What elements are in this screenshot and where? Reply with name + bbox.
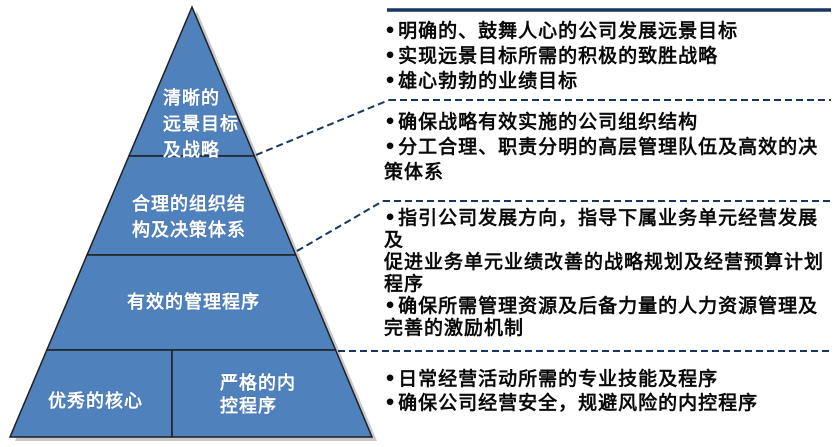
line-text: 确保公司经营安全，规避风险的内控程序: [398, 392, 759, 414]
continuation-line: 完善的激励机制: [384, 317, 824, 339]
bullet-line: •日常经营活动所需的专业技能及程序: [384, 367, 758, 391]
continuation-line: 策体系: [384, 160, 818, 185]
label-line: 清晰的: [163, 88, 220, 109]
label-line: 构及决策体系: [132, 220, 246, 241]
line-text: 雄心勃勃的业绩目标: [398, 70, 579, 92]
line-text: 日常经营活动所需的专业技能及程序: [398, 368, 719, 390]
line-text: 确保所需管理资源及后备力量的人力资源管理及: [398, 295, 819, 317]
bullet-icon: •: [384, 392, 398, 414]
line-text: 确保战略有效实施的公司组织结构: [398, 111, 699, 133]
bullet-line: •指引公司发展方向，指导下属业务单元经营发展: [384, 207, 824, 229]
pyramid-level-4-right-label: 严格的内 控程序: [220, 372, 296, 418]
label-line: 及战略: [163, 140, 220, 161]
line-text: 分工合理、职责分明的高层管理队伍及高效的决: [398, 136, 819, 158]
pyramid-level-4-right-shape: [171, 349, 374, 438]
bullet-line: •确保战略有效实施的公司组织结构: [384, 110, 818, 135]
label-line: 严格的内: [220, 373, 296, 394]
bullet-icon: •: [384, 368, 398, 390]
connector-line-2: [296, 200, 384, 252]
bullet-icon: •: [384, 70, 398, 92]
pyramid-level-1-label: 清晰的 远景目标 及战略: [163, 86, 239, 164]
annotation-block-4: •日常经营活动所需的专业技能及程序 •确保公司经营安全，规避风险的内控程序: [384, 367, 758, 415]
continuation-line: 促进业务单元业绩改善的战略规划及经营预算计划: [384, 251, 824, 273]
continuation-line: 及: [384, 229, 824, 251]
label-line: 优秀的核心: [48, 391, 143, 412]
line-text: 明确的、鼓舞人心的公司发展远景目标: [398, 20, 739, 42]
connector-line-1: [255, 99, 390, 156]
line-text: 程序: [384, 273, 425, 295]
bullet-icon: •: [384, 295, 398, 317]
bullet-icon: •: [384, 45, 398, 67]
annotation-block-3: •指引公司发展方向，指导下属业务单元经营发展 及 促进业务单元业绩改善的战略规划…: [384, 207, 824, 339]
line-text: 促进业务单元业绩改善的战略规划及经营预算计划: [384, 251, 825, 273]
label-line: 合理的组织结: [132, 194, 246, 215]
bullet-icon: •: [384, 20, 398, 42]
pyramid-level-3-label: 有效的管理程序: [127, 290, 260, 316]
bullet-icon: •: [384, 136, 398, 158]
line-text: 实现远景目标所需的积极的致胜战略: [398, 45, 719, 67]
continuation-line: 程序: [384, 273, 824, 295]
bullet-icon: •: [384, 111, 398, 133]
annotation-block-2: •确保战略有效实施的公司组织结构 •分工合理、职责分明的高层管理队伍及高效的决 …: [384, 110, 818, 185]
label-line: 控程序: [220, 396, 277, 417]
bullet-line: •雄心勃勃的业绩目标: [384, 69, 738, 94]
line-text: 策体系: [384, 161, 445, 183]
line-text: 指引公司发展方向，指导下属业务单元经营发展: [398, 207, 819, 229]
line-text: 及: [384, 229, 405, 251]
bullet-line: •实现远景目标所需的积极的致胜战略: [384, 44, 738, 69]
bullet-line: •明确的、鼓舞人心的公司发展远景目标: [384, 19, 738, 44]
bullet-line: •确保所需管理资源及后备力量的人力资源管理及: [384, 295, 824, 317]
pyramid-level-2-label: 合理的组织结 构及决策体系: [132, 192, 246, 244]
label-line: 有效的管理程序: [127, 292, 260, 313]
bullet-line: •确保公司经营安全，规避风险的内控程序: [384, 391, 758, 415]
bullet-icon: •: [384, 207, 398, 229]
bullet-line: •分工合理、职责分明的高层管理队伍及高效的决: [384, 135, 818, 160]
pyramid-level-4-left-label: 优秀的核心: [48, 389, 143, 415]
line-text: 完善的激励机制: [384, 317, 525, 339]
annotation-block-1: •明确的、鼓舞人心的公司发展远景目标 •实现远景目标所需的积极的致胜战略 •雄心…: [384, 19, 738, 94]
label-line: 远景目标: [163, 114, 239, 135]
